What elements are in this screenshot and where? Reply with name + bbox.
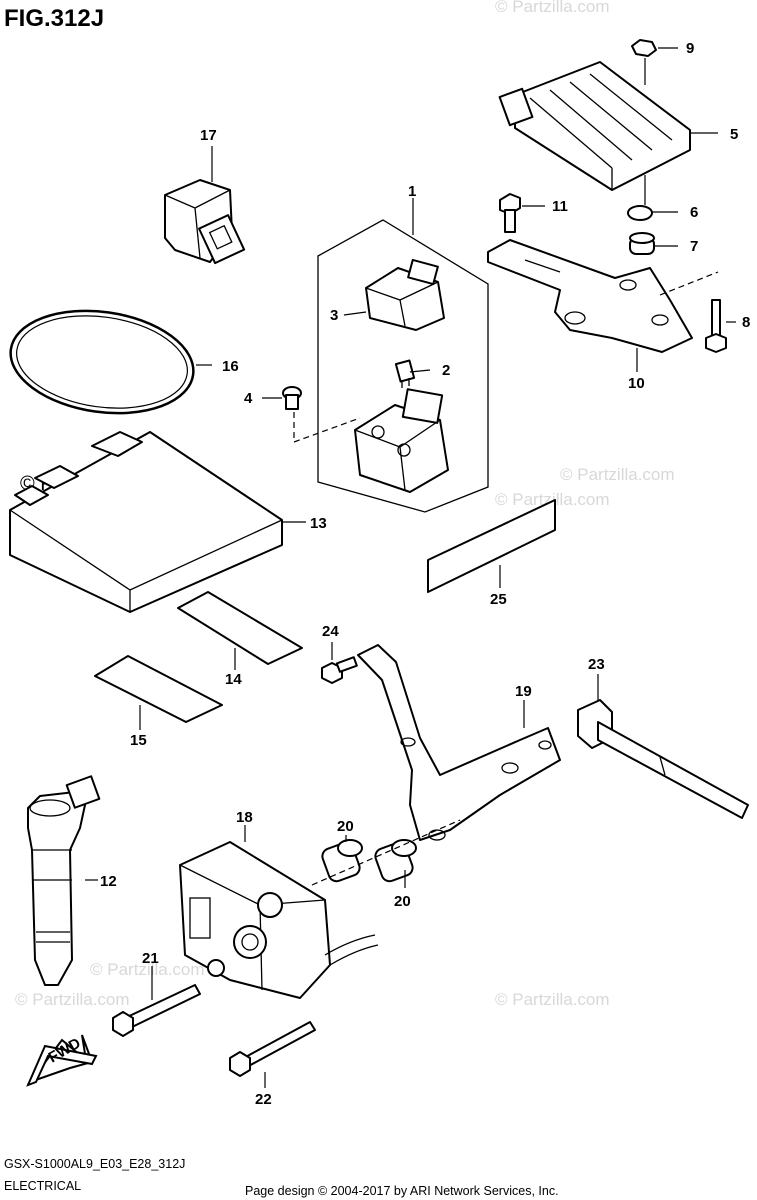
callout-16[interactable]: 16: [222, 358, 239, 375]
nut-part-9[interactable]: [631, 39, 657, 57]
callout-7[interactable]: 7: [690, 238, 698, 255]
callout-21[interactable]: 21: [142, 950, 159, 967]
regulator-rectifier-part-5[interactable]: [498, 61, 691, 191]
starter-relay-assembly-box: [317, 219, 489, 513]
callout-17[interactable]: 17: [200, 127, 217, 144]
callout-25[interactable]: 25: [490, 591, 507, 608]
figure-title: FIG.312J: [4, 5, 104, 32]
bolt-part-24[interactable]: [321, 656, 358, 684]
watermark: © Partzilla.com: [90, 960, 205, 979]
watermark: © Partzilla.com: [495, 0, 610, 16]
callout-5[interactable]: 5: [730, 126, 738, 143]
callout-8[interactable]: 8: [742, 314, 750, 331]
cushion-part-7[interactable]: [629, 232, 655, 255]
bolt-part-8[interactable]: [705, 299, 727, 353]
callout-18[interactable]: 18: [236, 809, 253, 826]
module-part-18[interactable]: [179, 841, 379, 999]
callout-15[interactable]: 15: [130, 732, 147, 749]
section-name: ELECTRICAL: [4, 1179, 81, 1193]
callout-14[interactable]: 14: [225, 671, 242, 688]
ecm-part-13[interactable]: [9, 431, 283, 613]
callout-20-b[interactable]: 20: [394, 893, 411, 910]
clamp-part-23[interactable]: [577, 699, 749, 819]
callout-1[interactable]: 1: [408, 183, 416, 200]
spacer-part-20[interactable]: [320, 839, 363, 883]
connector-part-17[interactable]: [164, 179, 246, 265]
callout-labels: 1 2 3 4 5 6 7 8 9 10 11 12 13 14 15 16 1…: [100, 40, 750, 1108]
spacer-part-20[interactable]: [373, 839, 417, 883]
fuse-part-2[interactable]: [394, 359, 416, 388]
watermark: © Partzilla.com: [495, 990, 610, 1009]
watermark: © Partzilla.com: [15, 990, 130, 1009]
copyright-text: Page design © 2004-2017 by ARI Network S…: [245, 1184, 559, 1198]
callout-2[interactable]: 2: [442, 362, 450, 379]
bracket-part-10[interactable]: [487, 239, 693, 353]
callout-20[interactable]: 20: [337, 818, 354, 835]
leader-lines: [85, 47, 736, 1088]
ignition-coil-part-12[interactable]: [27, 775, 101, 986]
callout-11[interactable]: 11: [552, 198, 568, 215]
watermark: © Partzilla.com: [495, 490, 610, 509]
callout-24[interactable]: 24: [322, 623, 339, 640]
callout-4[interactable]: 4: [244, 390, 253, 407]
fwd-arrow-icon: FWD: [26, 1035, 98, 1087]
label-part-15[interactable]: [94, 655, 223, 723]
bracket-part-19[interactable]: [357, 644, 561, 841]
washer-part-6[interactable]: [627, 205, 653, 221]
bolt-part-21[interactable]: [112, 984, 201, 1037]
callout-19[interactable]: 19: [515, 683, 532, 700]
callout-10[interactable]: 10: [628, 375, 645, 392]
watermark: © Partzilla.com: [560, 465, 675, 484]
callout-22[interactable]: 22: [255, 1091, 272, 1108]
callout-23[interactable]: 23: [588, 656, 605, 673]
callout-3[interactable]: 3: [330, 307, 338, 324]
starter-relay-body[interactable]: [354, 388, 449, 493]
rubber-band-part-16[interactable]: [4, 300, 200, 425]
bolt-part-22[interactable]: [229, 1021, 316, 1077]
callout-13[interactable]: 13: [310, 515, 327, 532]
relay-cover-part-3[interactable]: [365, 258, 445, 331]
bolt-part-11[interactable]: [499, 193, 521, 233]
label-part-25[interactable]: [427, 499, 556, 593]
callout-12[interactable]: 12: [100, 873, 117, 890]
label-part-14[interactable]: [177, 591, 303, 665]
callout-9[interactable]: 9: [686, 40, 694, 57]
callout-6[interactable]: 6: [690, 204, 698, 221]
model-code: GSX-S1000AL9_E03_E28_312J: [4, 1157, 185, 1171]
screw-part-4[interactable]: [282, 386, 302, 410]
